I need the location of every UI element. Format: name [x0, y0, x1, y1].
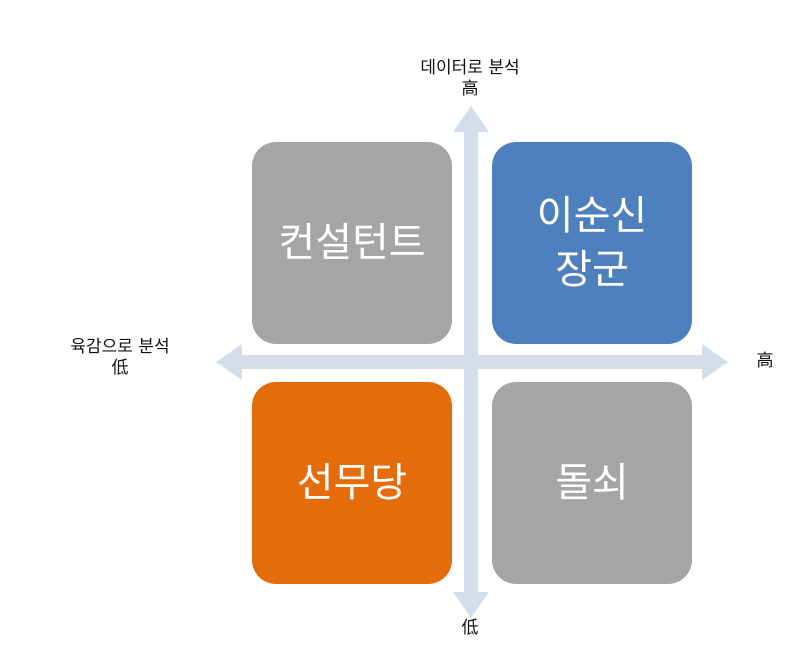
quadrant-top-left-label: 컨설턴트: [278, 220, 426, 266]
horizontal-axis-arrow: [216, 344, 728, 380]
horizontal-axis-head-right: [702, 344, 728, 380]
horizontal-axis-shaft: [240, 355, 704, 369]
quadrant-bottom-right: 돌쇠: [492, 382, 692, 584]
quadrant-top-right: 이순신 장군: [492, 142, 692, 344]
x-axis-title: 육감으로 분석: [70, 337, 170, 357]
quadrant-bottom-right-label: 돌쇠: [555, 460, 629, 506]
quadrant-top-right-label: 이순신 장군: [536, 193, 648, 293]
y-axis-title: 데이터로 분석: [420, 58, 520, 78]
x-axis-left-label: 육감으로 분석 低: [30, 337, 210, 379]
quadrant-top-left: 컨설턴트: [252, 142, 452, 344]
x-axis-high-marker: 高: [756, 351, 774, 371]
y-axis-top-label: 데이터로 분석 高: [380, 58, 560, 100]
quadrant-bottom-left: 선무당: [252, 382, 452, 584]
horizontal-axis-head-left: [216, 344, 242, 380]
vertical-axis-head-up: [453, 106, 489, 132]
vertical-axis-head-down: [453, 592, 489, 618]
x-axis-low-marker: 低: [111, 358, 129, 378]
y-axis-high-marker: 高: [461, 79, 479, 99]
y-axis-low-marker: 低: [461, 618, 479, 638]
quadrant-bottom-left-label: 선무당: [296, 460, 408, 506]
